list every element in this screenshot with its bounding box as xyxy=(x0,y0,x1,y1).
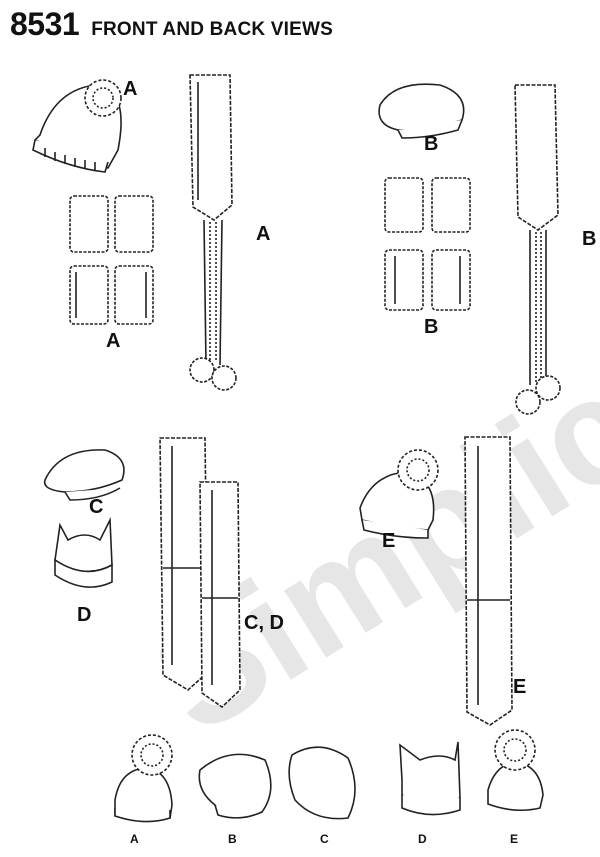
view-a-hand-warmers-icon xyxy=(69,195,154,325)
label-a-hat: A xyxy=(123,78,138,100)
view-e-beanie-icon xyxy=(359,449,439,539)
label-e-hat: E xyxy=(382,530,396,552)
label-a-warmers: A xyxy=(106,330,121,352)
label-back-b: B xyxy=(228,832,237,846)
view-a-scarf-icon xyxy=(189,74,237,391)
label-back-a: A xyxy=(130,832,139,846)
label-b-warmers: B xyxy=(424,316,439,338)
label-d-hat: D xyxy=(77,604,92,626)
label-back-c: C xyxy=(320,832,329,846)
back-view-c-icon xyxy=(288,746,356,820)
label-cd-scarf: C, D xyxy=(244,612,284,634)
view-cd-fur-scarves-icon xyxy=(159,437,241,709)
back-view-d-icon xyxy=(399,741,461,816)
view-b-hand-warmers-icon xyxy=(384,177,471,311)
label-back-e: E xyxy=(510,832,519,846)
pattern-number: 8531 xyxy=(10,6,80,42)
page-header: 8531 FRONT AND BACK VIEWS xyxy=(10,6,333,42)
page-title: FRONT AND BACK VIEWS xyxy=(91,19,334,40)
view-b-beret-icon xyxy=(378,83,465,139)
view-d-cat-hat-icon xyxy=(54,516,113,588)
label-b-hat: B xyxy=(424,133,439,155)
label-e-scarf: E xyxy=(513,676,527,698)
label-b-scarf: B xyxy=(582,228,597,250)
view-e-fur-scarf-icon xyxy=(464,436,513,726)
view-c-beret-icon xyxy=(43,449,125,501)
label-back-d: D xyxy=(418,832,427,846)
back-view-b-icon xyxy=(198,753,272,819)
view-a-beanie-icon xyxy=(32,79,122,173)
label-c-hat: C xyxy=(89,496,104,518)
back-view-a-icon xyxy=(114,734,173,823)
back-view-e-icon xyxy=(487,729,544,812)
view-b-scarf-icon xyxy=(514,84,561,415)
label-a-scarf: A xyxy=(256,223,271,245)
